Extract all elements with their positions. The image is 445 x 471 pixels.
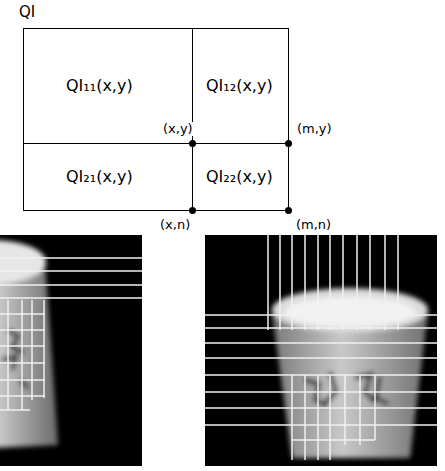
quadrant-box: QI₂₁(x,y) xyxy=(24,144,193,211)
point-label: (m,n) xyxy=(295,218,332,232)
split-lines xyxy=(23,28,288,210)
quadrant-label: QI₂₂(x,y) xyxy=(206,168,273,186)
quadrant-box: QI₂₂(x,y) xyxy=(193,144,289,211)
point-label: (m,y) xyxy=(296,122,333,136)
right-photo xyxy=(205,235,437,466)
region-title: QI xyxy=(19,4,35,21)
quadrant-label: QI₂₁(x,y) xyxy=(66,168,133,186)
quadrant-box: QI₁₂(x,y) xyxy=(193,29,289,144)
point-label: (x,y) xyxy=(162,122,194,136)
quadrant-label: QI₁₂(x,y) xyxy=(206,77,273,95)
corner-dots xyxy=(189,140,292,214)
point-label: (x,n) xyxy=(159,218,191,232)
left-photo xyxy=(0,235,142,466)
quadrant-label: QI₁₁(x,y) xyxy=(66,77,133,95)
image-region: QIQI₁₁(x,y)QI₁₂(x,y)QI₂₁(x,y)QI₂₂(x,y) xyxy=(23,28,289,211)
